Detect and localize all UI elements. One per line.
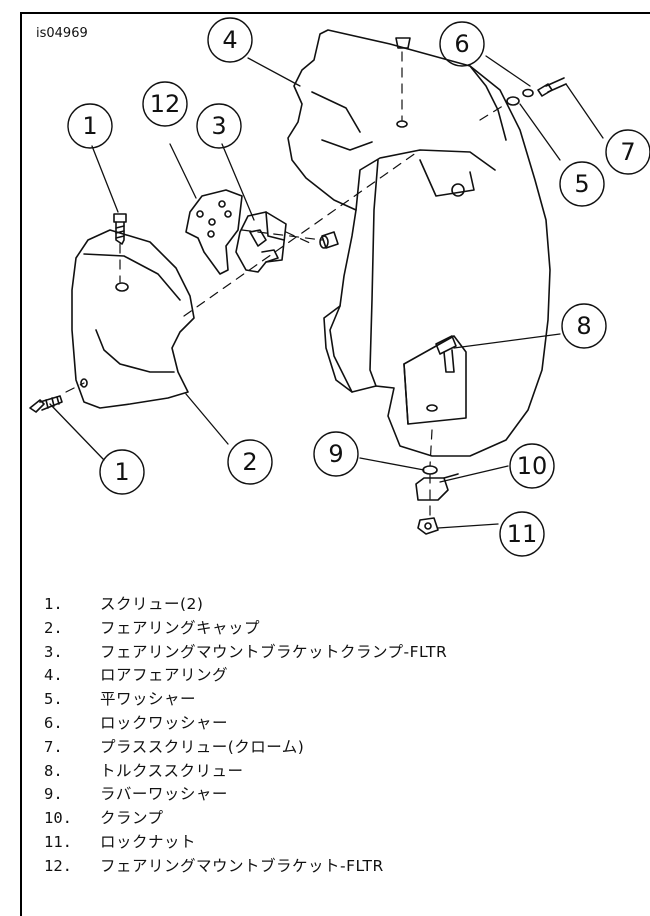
frame-top-border	[20, 12, 650, 14]
callout-5: 5	[574, 170, 589, 198]
legend-item-label: ロックナット	[100, 832, 197, 851]
legend-item: 12. フェアリングマウントブラケット-FLTR	[44, 855, 634, 879]
callout-8: 8	[576, 312, 591, 340]
callout-9: 9	[328, 440, 343, 468]
legend-item: 2. フェアリングキャップ	[44, 617, 634, 641]
legend-item-number: 5.	[44, 690, 63, 709]
legend-item-number: 1.	[44, 595, 63, 613]
washer-screw-set-drawing	[506, 77, 567, 106]
legend-item-number: 4.	[44, 666, 63, 685]
legend-item-number: 10.	[44, 809, 72, 828]
callout-6: 6	[454, 30, 469, 58]
callout-10: 10	[517, 452, 548, 480]
legend-item-label: ロアフェアリング	[100, 666, 229, 685]
fairing-cap-drawing	[71, 229, 195, 409]
legend-item: 9. ラバーワッシャー	[44, 783, 634, 807]
legend-item-number: 12.	[44, 856, 72, 875]
legend-item: 6. ロックワッシャー	[44, 712, 634, 736]
mount-bracket-drawing	[185, 189, 243, 275]
lower-fairing-drawing	[287, 29, 551, 457]
legend-item-number: 2.	[44, 618, 63, 637]
frame-left-border	[20, 12, 22, 916]
legend-item: 4. ロアフェアリング	[44, 664, 634, 688]
legend-item-number: 6.	[44, 713, 63, 732]
legend-item-label: プラススクリュー(クローム)	[100, 737, 305, 756]
legend-item: 7. プラススクリュー(クローム)	[44, 736, 634, 760]
lock-nut-drawing	[417, 517, 439, 535]
callout-3: 3	[211, 112, 226, 140]
callout-1-bottom: 1	[114, 458, 129, 486]
parts-legend: 1. スクリュー(2) 2. フェアリングキャップ 3. フェアリングマウントブラケッ…	[44, 593, 634, 879]
legend-item-label: トルクススクリュー	[100, 761, 244, 780]
legend-item: 10. クランプ	[44, 807, 634, 831]
legend-item: 8. トルクススクリュー	[44, 760, 634, 784]
leader-lines	[49, 55, 604, 529]
legend-item-number: 9.	[44, 785, 63, 804]
torx-screw-drawing	[435, 335, 457, 373]
legend-item-number: 7.	[44, 737, 63, 756]
legend-item: 3. フェアリングマウントブラケットクランプ-FLTR	[44, 641, 634, 665]
screw-top-drawing	[113, 213, 127, 245]
parts-illustration: 1 12 3 4 6 7 5 8 1 2 9 10 11	[29, 17, 650, 557]
legend-item-label: ロックワッシャー	[100, 713, 229, 732]
figure-id: is04969	[36, 26, 88, 41]
legend-item-label: 平ワッシャー	[100, 690, 197, 709]
callout-4: 4	[222, 26, 237, 54]
legend-item-label: フェアリングキャップ	[100, 618, 261, 637]
legend-item-label: フェアリングマウントブラケットクランプ-FLTR	[100, 642, 448, 661]
callout-11: 11	[507, 520, 538, 548]
legend-item: 11. ロックナット	[44, 831, 634, 855]
legend-item-label: フェアリングマウントブラケット-FLTR	[100, 856, 384, 875]
callout-1-top: 1	[82, 112, 97, 140]
legend-item-label: クランプ	[100, 809, 164, 828]
rubber-washer-drawing	[422, 465, 438, 475]
callout-2: 2	[242, 448, 257, 476]
assembly-dashed-lines	[65, 51, 507, 517]
legend-item-number: 8.	[44, 761, 63, 780]
legend-item-label: スクリュー(2)	[100, 595, 204, 613]
callout-7: 7	[620, 138, 635, 166]
callout-12: 12	[150, 90, 181, 118]
callout-circles	[67, 17, 650, 557]
screw-left-drawing	[29, 395, 63, 413]
clamp-drawing	[415, 473, 459, 501]
legend-item-number: 3.	[44, 642, 63, 661]
top-screw-fairing-drawing	[395, 37, 411, 49]
legend-item-number: 11.	[44, 832, 72, 851]
legend-item-label: ラバーワッシャー	[100, 785, 228, 804]
spacer-drawing	[319, 231, 339, 249]
legend-item: 1. スクリュー(2)	[44, 593, 634, 617]
bracket-clamp-drawing	[235, 211, 287, 273]
legend-item: 5. 平ワッシャー	[44, 688, 634, 712]
